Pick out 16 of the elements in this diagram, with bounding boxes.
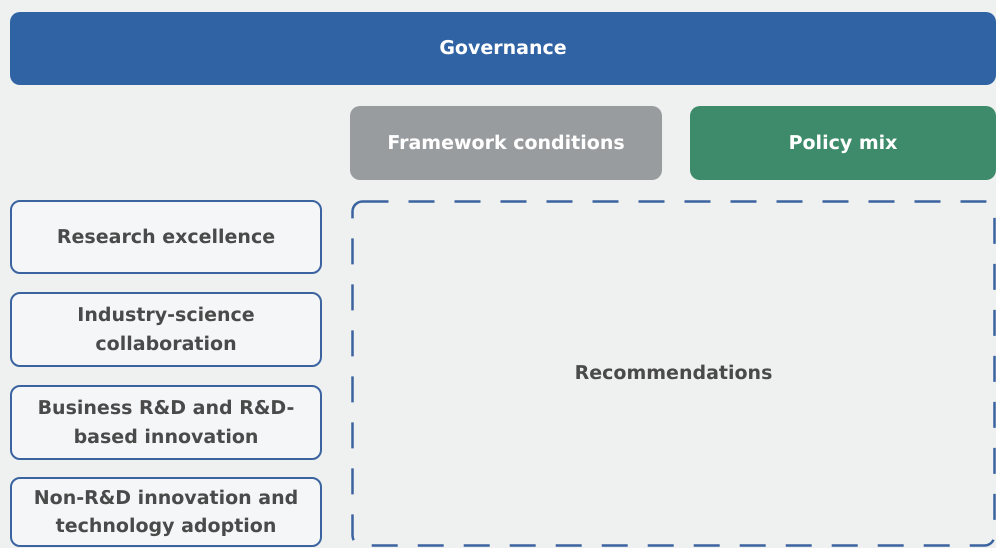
panel-title: Recommendations	[574, 361, 772, 386]
category-box	[690, 106, 996, 180]
box-label: Industry-science collaboration	[76, 303, 256, 356]
box-label: Business R&D and R&D-based innovation	[36, 396, 296, 450]
box-label: Framework conditions	[387, 130, 625, 156]
box-label: Governance	[439, 36, 567, 62]
topic-box	[10, 200, 322, 274]
topic-box	[10, 477, 322, 547]
topic-box	[10, 385, 322, 460]
box-label: Policy mix	[788, 130, 898, 156]
header-bar	[10, 12, 996, 85]
box-label: Research excellence	[56, 224, 276, 250]
dashed-panel	[351, 200, 996, 547]
topic-box	[10, 292, 322, 367]
category-box	[350, 106, 662, 180]
box-label: Non-R&D innovation and technology adoption	[32, 486, 300, 539]
